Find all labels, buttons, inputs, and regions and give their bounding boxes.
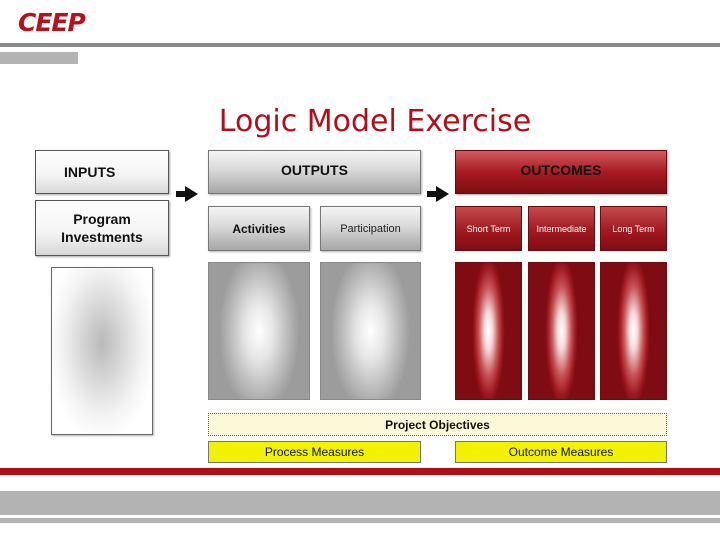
activities-box: Activities: [208, 206, 310, 251]
intermediate-label: Intermediate: [536, 223, 587, 234]
short-term-panel: [455, 262, 522, 400]
outcome-measures-label: Outcome Measures: [508, 445, 614, 459]
project-objectives-bar: Project Objectives: [208, 413, 667, 436]
intermediate-panel: [528, 262, 595, 400]
short-term-box: Short Term: [455, 206, 522, 251]
footer-red-bar: [0, 468, 720, 475]
ceep-logo: CEEP: [18, 8, 86, 37]
footer-gray-strip: [0, 518, 720, 523]
participation-label: Participation: [340, 222, 401, 235]
short-term-label: Short Term: [466, 223, 511, 234]
footer-gray-bar: [0, 491, 720, 515]
long-term-label: Long Term: [612, 223, 655, 234]
process-measures-bar: Process Measures: [208, 441, 421, 463]
outcomes-header-box: OUTCOMES: [455, 150, 667, 194]
project-objectives-label: Project Objectives: [385, 417, 490, 432]
arrow-inputs-to-outputs: [176, 186, 198, 202]
outputs-header-label: OUTPUTS: [281, 162, 348, 178]
participation-panel: [320, 262, 421, 400]
activities-panel: [208, 262, 310, 400]
long-term-box: Long Term: [600, 206, 667, 251]
program-investments-label: Program Investments: [61, 211, 143, 245]
header-accent-block: [0, 52, 78, 64]
arrow-outputs-to-outcomes: [427, 186, 449, 202]
outcomes-header-label: OUTCOMES: [520, 162, 602, 178]
long-term-panel: [600, 262, 667, 400]
outputs-header-box: OUTPUTS: [208, 150, 421, 194]
inputs-header-label: INPUTS: [64, 164, 116, 180]
header-divider: [0, 43, 720, 47]
inputs-panel: [51, 267, 153, 435]
participation-box: Participation: [320, 206, 421, 251]
process-measures-label: Process Measures: [264, 445, 365, 459]
slide-title: Logic Model Exercise: [218, 104, 532, 139]
intermediate-box: Intermediate: [528, 206, 595, 251]
program-investments-box: Program Investments: [35, 200, 169, 256]
activities-label: Activities: [232, 221, 286, 236]
inputs-header-box: INPUTS: [35, 150, 169, 194]
outcome-measures-bar: Outcome Measures: [455, 441, 667, 463]
